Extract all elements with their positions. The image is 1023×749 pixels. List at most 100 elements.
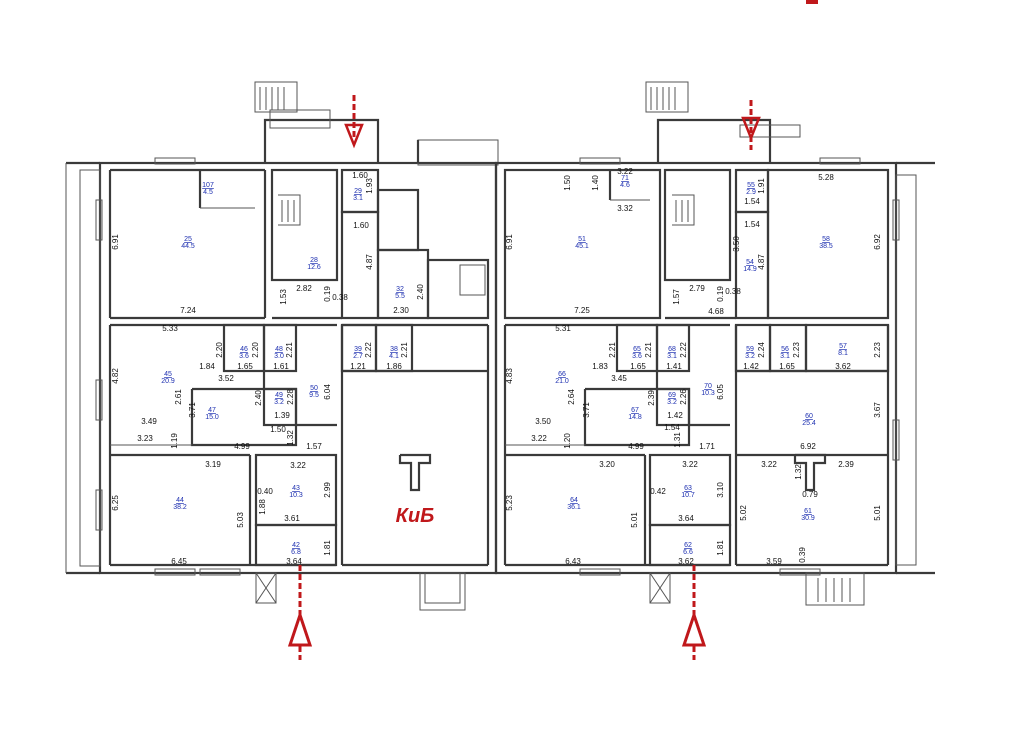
dimension-label: 3.71 <box>188 402 197 418</box>
dimension-label: 0.39 <box>798 547 807 563</box>
dimension-label: 6.43 <box>565 557 581 566</box>
room-number: 47 <box>208 407 216 414</box>
room-number: 67 <box>631 407 639 414</box>
room-number: 57 <box>839 343 847 350</box>
dimension-label: 0.38 <box>332 293 348 302</box>
dimension-label: 3.32 <box>617 204 633 213</box>
room-area: 25.4 <box>802 420 816 427</box>
dimension-label: 2.64 <box>567 389 576 405</box>
room-number: 46 <box>240 346 248 353</box>
dimension-label: 3.22 <box>617 167 633 176</box>
room-area: 44.5 <box>181 243 195 250</box>
room-number: 28 <box>310 257 318 264</box>
dimension-label: 1.41 <box>666 362 682 371</box>
room-area: 8.1 <box>838 350 848 357</box>
dimension-label: 1.39 <box>274 411 290 420</box>
dimension-label: 1.42 <box>667 411 683 420</box>
room-number: 25 <box>184 236 192 243</box>
room-number: 64 <box>570 497 578 504</box>
dimension-label: 1.93 <box>365 178 374 194</box>
room-number: 58 <box>822 236 830 243</box>
room-area: 38.2 <box>173 504 187 511</box>
dimension-label: 3.59 <box>766 557 782 566</box>
room-number: 66 <box>558 371 566 378</box>
dimension-label: 5.33 <box>162 324 178 333</box>
room-area: 20.9 <box>161 378 175 385</box>
dimension-label: 6.92 <box>873 234 882 250</box>
room-area: 3.0 <box>274 353 284 360</box>
dimension-label: 3.19 <box>205 460 221 469</box>
dimension-label: 2.21 <box>400 342 409 358</box>
dimension-label: 1.54 <box>744 197 760 206</box>
dimension-label: 2.23 <box>873 342 882 358</box>
room-area: 4.5 <box>203 189 213 196</box>
dimension-label: 1.32 <box>794 464 803 480</box>
kib-label: КиБ <box>396 505 435 527</box>
dimension-label: 6.91 <box>111 234 120 250</box>
room-area: 3.1 <box>780 353 790 360</box>
room-area: 36.1 <box>567 504 581 511</box>
room-area: 3.2 <box>745 353 755 360</box>
left-unit-walls <box>65 81 499 611</box>
dimension-label: 1.31 <box>673 432 682 448</box>
room-number: 38 <box>390 346 398 353</box>
room-area: 21.0 <box>555 378 569 385</box>
room-number: 63 <box>684 485 692 492</box>
room-number: 59 <box>746 346 754 353</box>
stairs-top-right <box>650 87 676 110</box>
room-area: 14.9 <box>743 266 757 273</box>
dimension-label: 3.22 <box>290 461 306 470</box>
dimension-label: 2.21 <box>608 342 617 358</box>
room-area: 5.5 <box>395 293 405 300</box>
room-number: 51 <box>578 236 586 243</box>
room-number: 29 <box>354 188 362 195</box>
dimension-label: 2.99 <box>323 482 332 498</box>
dimension-label: 1.71 <box>699 442 715 451</box>
dimension-label: 1.65 <box>779 362 795 371</box>
entrance-arrow-top-right <box>741 100 761 150</box>
dimension-label: 1.65 <box>630 362 646 371</box>
room-number: 39 <box>354 346 362 353</box>
room-area: 6.6 <box>683 549 693 556</box>
dimension-label: 6.05 <box>716 384 725 400</box>
dimension-label: 4.83 <box>505 368 514 384</box>
dimension-label: 2.61 <box>174 389 183 405</box>
dimension-label: 5.03 <box>236 512 245 528</box>
room-area: 45.1 <box>575 243 589 250</box>
dimension-label: 6.04 <box>323 384 332 400</box>
dimension-label: 2.30 <box>393 306 409 315</box>
dimension-label: 2.21 <box>644 342 653 358</box>
stairs-top-left <box>259 87 285 110</box>
dimension-label: 2.20 <box>251 342 260 358</box>
dimension-label: 3.52 <box>218 374 234 383</box>
dimension-label: 3.20 <box>599 460 615 469</box>
dimension-label: 3.10 <box>716 482 725 498</box>
dimension-label: 0.38 <box>725 287 741 296</box>
dimension-label: 1.54 <box>744 220 760 229</box>
dimension-label: 1.91 <box>757 178 766 194</box>
room-area: 10.7 <box>681 492 695 499</box>
dimension-label: 2.28 <box>286 389 295 405</box>
dimension-label: 3.61 <box>284 514 300 523</box>
dimension-label: 1.57 <box>672 289 681 305</box>
room-area: 2.9 <box>746 189 756 196</box>
room-area: 14.8 <box>628 414 642 421</box>
room-number: 48 <box>275 346 283 353</box>
room-area: 30.9 <box>801 515 815 522</box>
dimension-label: 1.19 <box>170 433 179 449</box>
dimension-label: 1.60 <box>352 171 368 180</box>
room-area: 6.8 <box>291 549 301 556</box>
room-number: 56 <box>781 346 789 353</box>
dimension-label: 1.81 <box>716 540 725 556</box>
room-number: 32 <box>396 286 404 293</box>
room-area: 10.3 <box>289 492 303 499</box>
dimension-label: 3.64 <box>678 514 694 523</box>
room-number: 70 <box>704 383 712 390</box>
dimension-label: 6.92 <box>800 442 816 451</box>
dimension-label: 1.60 <box>353 221 369 230</box>
room-area: 3.2 <box>274 399 284 406</box>
room-area: 4.1 <box>389 353 399 360</box>
dimension-label: 7.25 <box>574 306 590 315</box>
dimension-label: 1.83 <box>592 362 608 371</box>
